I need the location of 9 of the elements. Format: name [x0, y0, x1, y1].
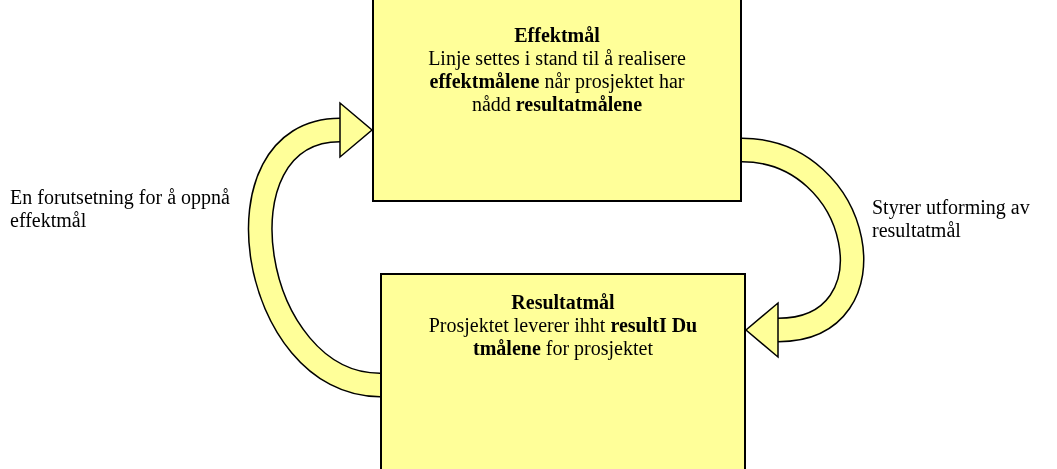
edge-label: En forutsetning for å oppnå effektmål	[10, 186, 231, 232]
box-heading: Effektmål	[514, 24, 600, 47]
edge-label: Styrer utforming av resultatmål	[872, 196, 1031, 242]
goal-box	[380, 273, 746, 469]
box-heading: Resultatmål	[511, 291, 615, 314]
goal-box	[372, 0, 742, 202]
box-text: Prosjektet leverer ihht resultI Du tmålene for prosjektet	[427, 314, 699, 360]
curved-arrow	[247, 102, 382, 398]
box-text: Linje settes i stand til å realisere effektmålene når prosjektet har nådd resultatmålene	[427, 47, 687, 116]
